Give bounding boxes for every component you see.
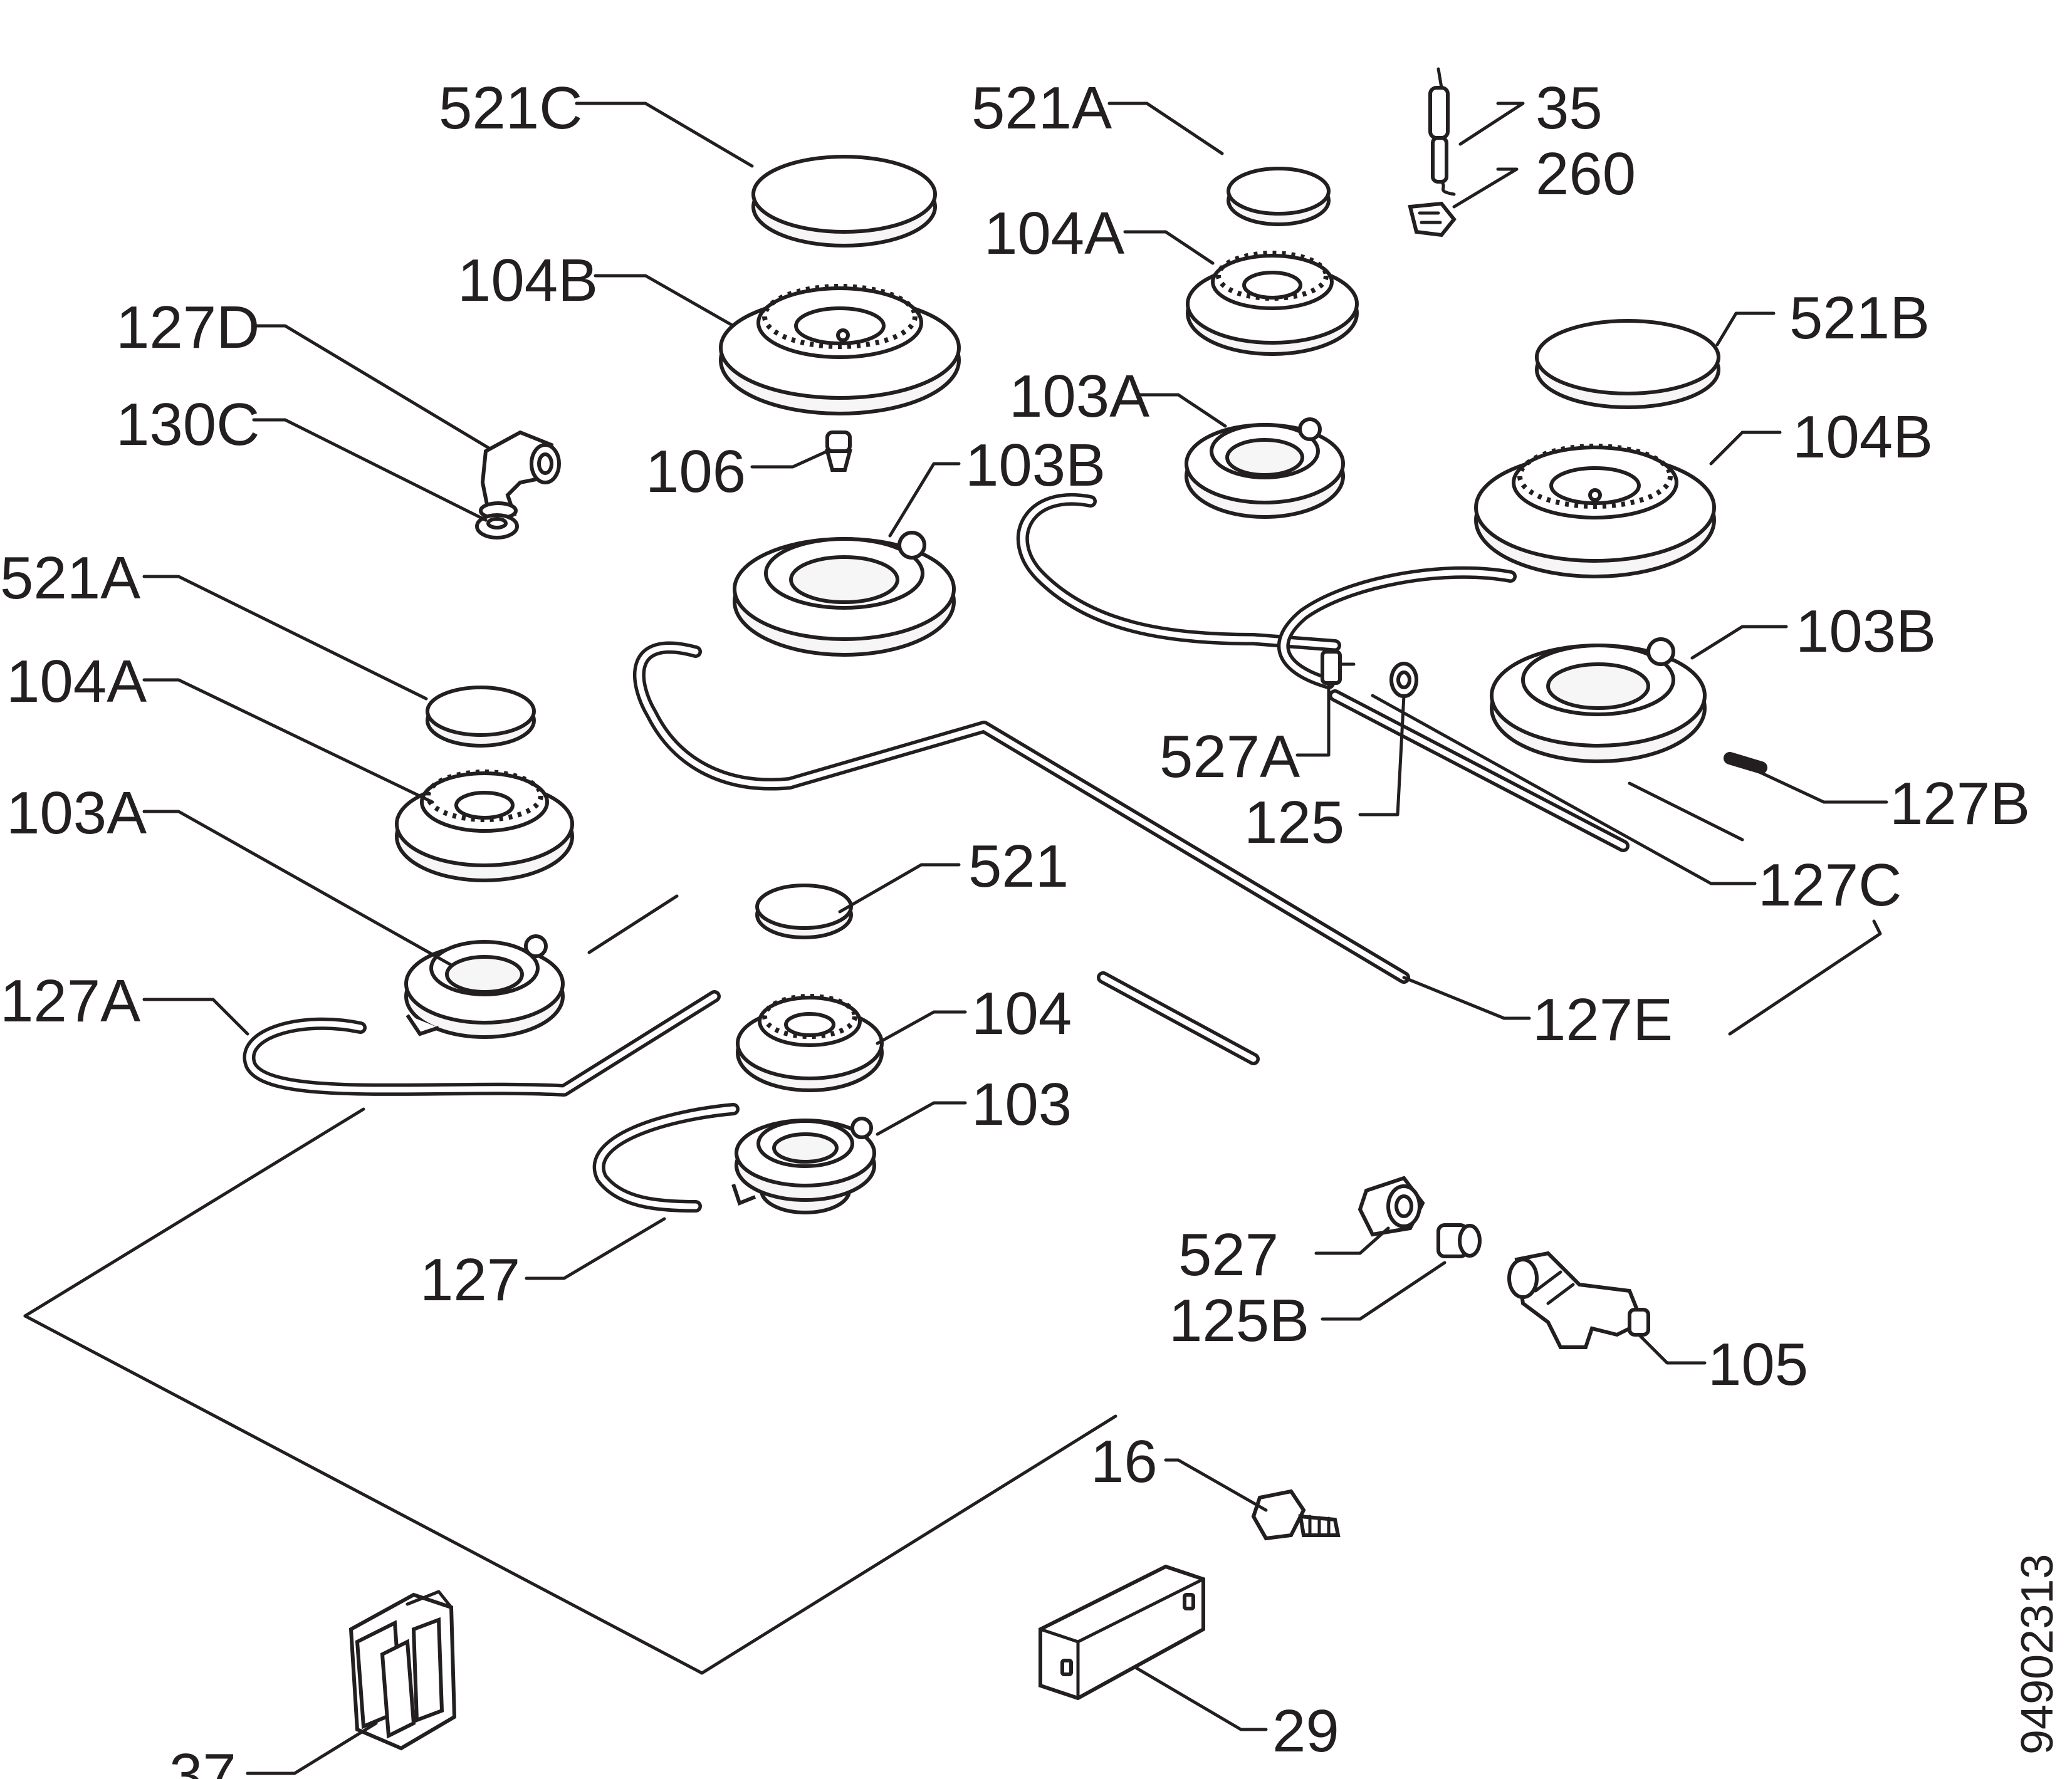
burner-cap-521 (755, 884, 853, 939)
label-125: 125 (1244, 789, 1344, 856)
part-labels: 521C 521A 35 260 104A 104B 127D 521B 130… (0, 75, 2030, 1779)
burner-base-103 (731, 1117, 876, 1214)
label-104a-left: 104A (6, 648, 147, 715)
label-104: 104 (971, 980, 1072, 1047)
fitting-16 (1251, 1489, 1341, 1541)
elbow-fitting-127d (479, 430, 561, 520)
label-127b: 127B (1890, 770, 2030, 837)
label-103: 103 (971, 1071, 1072, 1138)
label-125b: 125B (1169, 1287, 1309, 1354)
label-16: 16 (1091, 1428, 1158, 1495)
burner-base-103b-center (733, 531, 956, 657)
label-103a-left: 103A (6, 780, 147, 847)
label-35: 35 (1536, 75, 1603, 142)
label-105: 105 (1708, 1331, 1808, 1398)
label-521a-top: 521A (971, 75, 1112, 142)
label-106: 106 (646, 438, 746, 505)
label-127: 127 (420, 1246, 520, 1313)
burner-cap-521b (1535, 319, 1720, 409)
label-104b-right: 104B (1792, 404, 1933, 471)
burner-cap-521c (751, 155, 937, 248)
label-103b-center: 103B (965, 432, 1106, 499)
igniter-electrode-35 (1428, 67, 1456, 196)
label-260: 260 (1536, 140, 1636, 207)
nut-527 (1358, 1176, 1425, 1237)
label-527a: 527A (1159, 723, 1300, 790)
hob-outline (23, 781, 1882, 1675)
gas-tap-105 (1507, 1251, 1650, 1349)
label-127c: 127C (1758, 852, 1902, 919)
electrode-clip-260 (1408, 201, 1457, 237)
burner-crown-104 (736, 994, 884, 1092)
burner-crown-104a-left (395, 770, 574, 882)
burner-cap-521a-left (426, 686, 536, 748)
clip-bracket-37 (348, 1590, 457, 1751)
leader-lines (142, 102, 1888, 1775)
gas-tubes (243, 493, 1767, 1213)
burner-crown-104b-left (719, 284, 961, 415)
label-521: 521 (968, 833, 1069, 900)
burner-base-103b-right (1490, 637, 1707, 763)
label-130c: 130C (116, 391, 260, 458)
label-104a-top: 104A (984, 200, 1124, 267)
burner-base-103a-top (1185, 417, 1345, 519)
burner-crown-104a-top (1186, 251, 1359, 356)
label-29: 29 (1272, 1698, 1339, 1765)
label-37: 37 (169, 1741, 236, 1779)
label-521b: 521B (1789, 284, 1930, 352)
bracket-29 (1039, 1564, 1205, 1701)
label-127e: 127E (1532, 986, 1673, 1053)
label-103b-right: 103B (1796, 598, 1936, 665)
drawing-number: 94902313 (2012, 1554, 2063, 1755)
label-127d: 127D (116, 294, 260, 361)
burner-cap-521a-top (1227, 167, 1331, 226)
label-527: 527 (1178, 1221, 1279, 1288)
clip-527a (1321, 650, 1356, 685)
label-521a-left: 521A (0, 545, 140, 612)
label-127a: 127A (0, 968, 140, 1035)
nut-125b (1436, 1223, 1482, 1258)
burner-base-103a-left (404, 934, 565, 1039)
injector-106 (825, 430, 852, 472)
burner-crown-104b-right (1474, 444, 1716, 578)
label-103a-top: 103A (1009, 363, 1149, 430)
label-104b-left: 104B (458, 247, 598, 314)
label-521c: 521C (439, 75, 583, 142)
nut-125 (1389, 662, 1418, 698)
